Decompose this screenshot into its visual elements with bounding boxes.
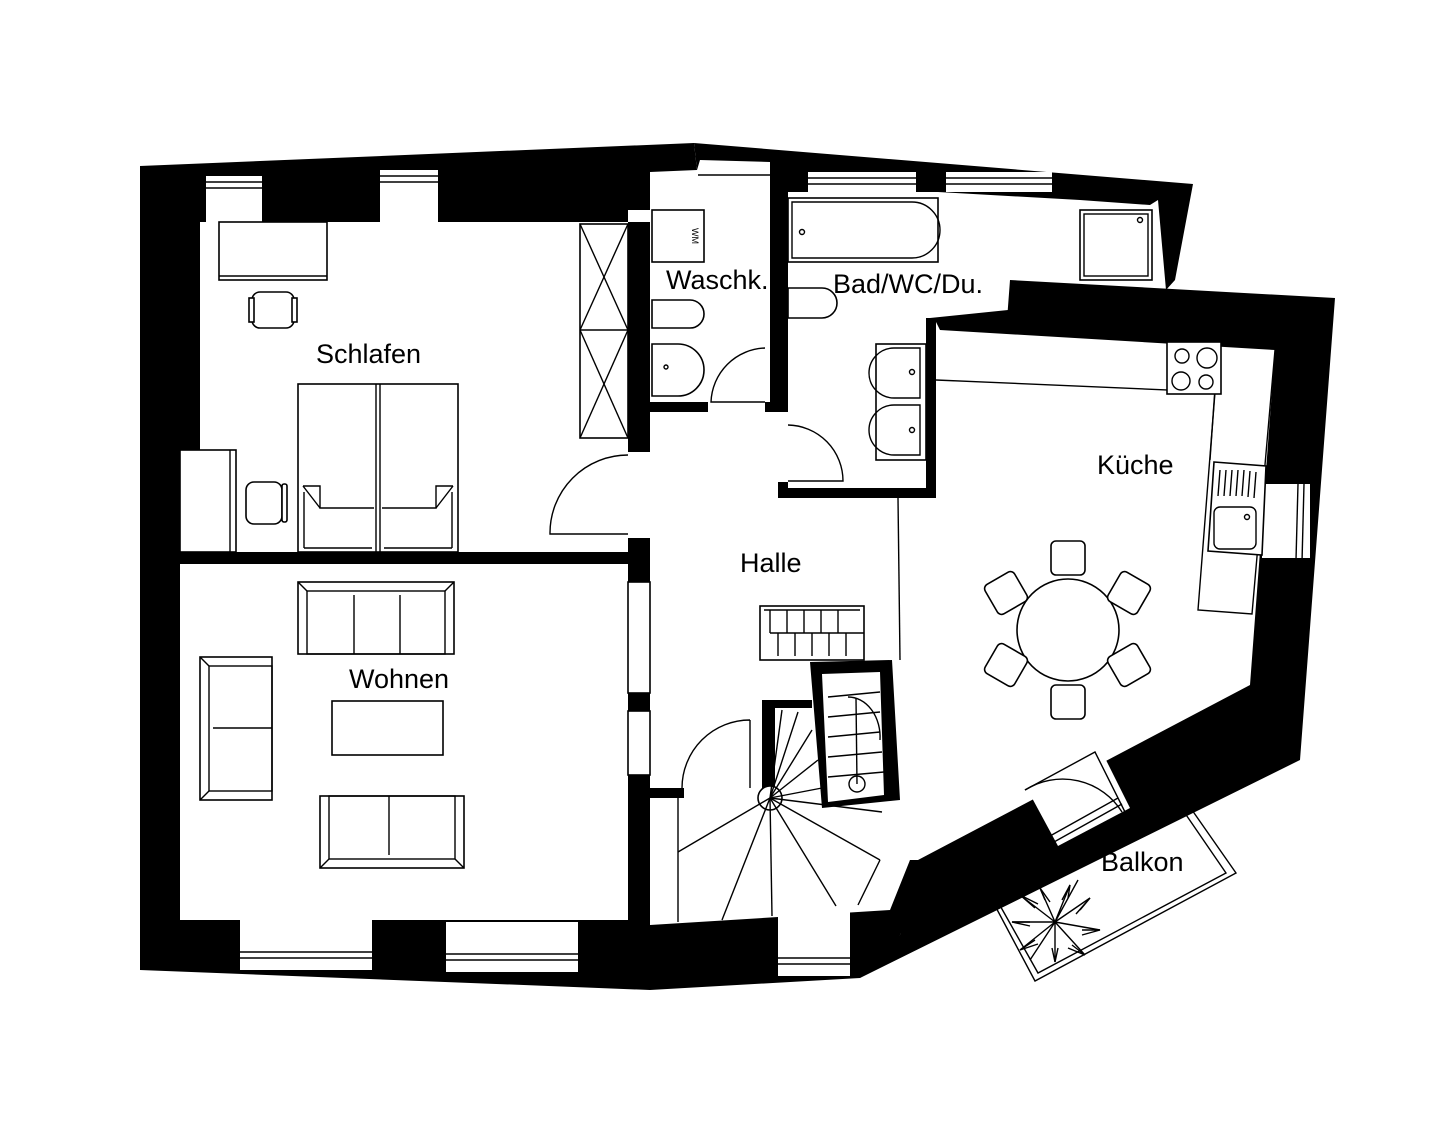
toilet-waschk [651,299,705,329]
room-wohnen: Wohnen [199,581,465,869]
room-kueche: Küche [935,341,1276,720]
room-label-wohnen: Wohnen [349,664,449,694]
room-bad: Bad/WC/Du. [787,197,1153,482]
inner-walls [180,192,1008,925]
room-halle: Halle [677,497,901,922]
door-swing-schlafen [549,454,629,535]
sink-waschk [651,343,705,397]
shower-tray [1079,209,1153,281]
dining-table [983,540,1152,720]
sofa-top [297,581,455,655]
door-swing-bad [787,424,844,482]
double-bed [297,383,459,553]
washing-machine-label: WM [690,228,700,244]
balcony-door [1024,748,1130,849]
balcony-railing [991,799,1238,982]
wardrobe [579,223,629,439]
coffee-table [331,700,444,756]
room-schlafen: Schlafen [218,221,629,553]
cooktop [1166,341,1222,395]
desk [218,221,328,281]
bathtub [787,197,941,263]
room-label-kueche: Küche [1097,450,1174,480]
sofa-bottom [319,795,465,869]
room-label-halle: Halle [740,548,802,578]
door-swing-waschk [710,347,766,403]
room-label-balkon: Balkon [1101,847,1184,877]
desk-chair [248,291,298,329]
double-sink [868,343,927,461]
door-swing-halle [681,719,751,798]
stair-shaft [827,691,885,793]
room-label-waschk: Waschk. [666,265,769,295]
room-label-bad: Bad/WC/Du. [833,269,983,299]
small-stair [759,605,865,661]
side-chair [245,481,288,525]
windows [179,162,1310,976]
plant-icon [1011,879,1101,963]
kitchen-sink [1207,461,1267,556]
toilet-bad [787,287,838,319]
sofa-left [199,656,273,801]
room-balkon: Balkon [991,748,1238,982]
room-waschk: WM Waschk. [651,209,769,403]
spiral-stair [677,709,883,922]
room-label-schlafen: Schlafen [316,339,421,369]
